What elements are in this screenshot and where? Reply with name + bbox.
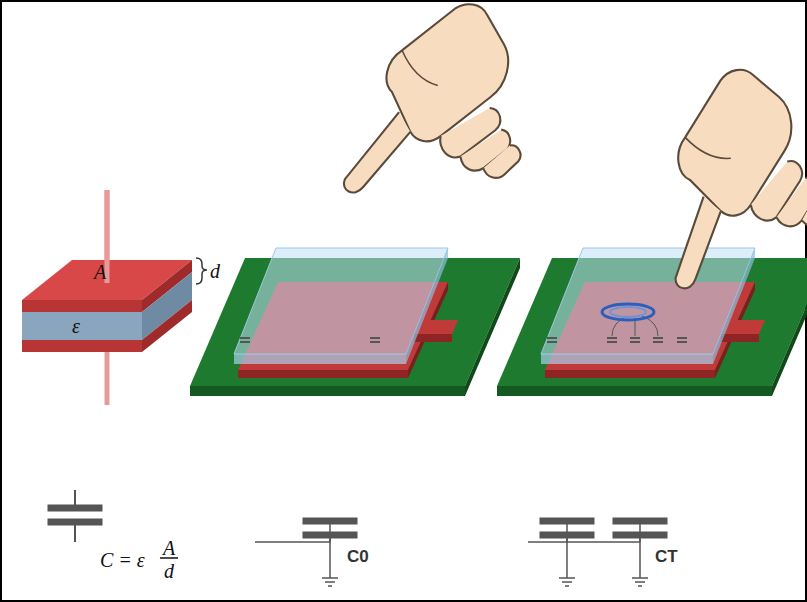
capacitance-label: C0 (347, 548, 369, 565)
plate-area-label: A (94, 262, 106, 282)
distance-label: d (210, 261, 220, 281)
formula-numerator: A (163, 538, 175, 558)
formula-denominator: d (164, 561, 174, 581)
formula-text: C = ε (100, 550, 145, 570)
dielectric-label: ε (72, 316, 80, 336)
capacitance-label: CT (655, 548, 678, 565)
